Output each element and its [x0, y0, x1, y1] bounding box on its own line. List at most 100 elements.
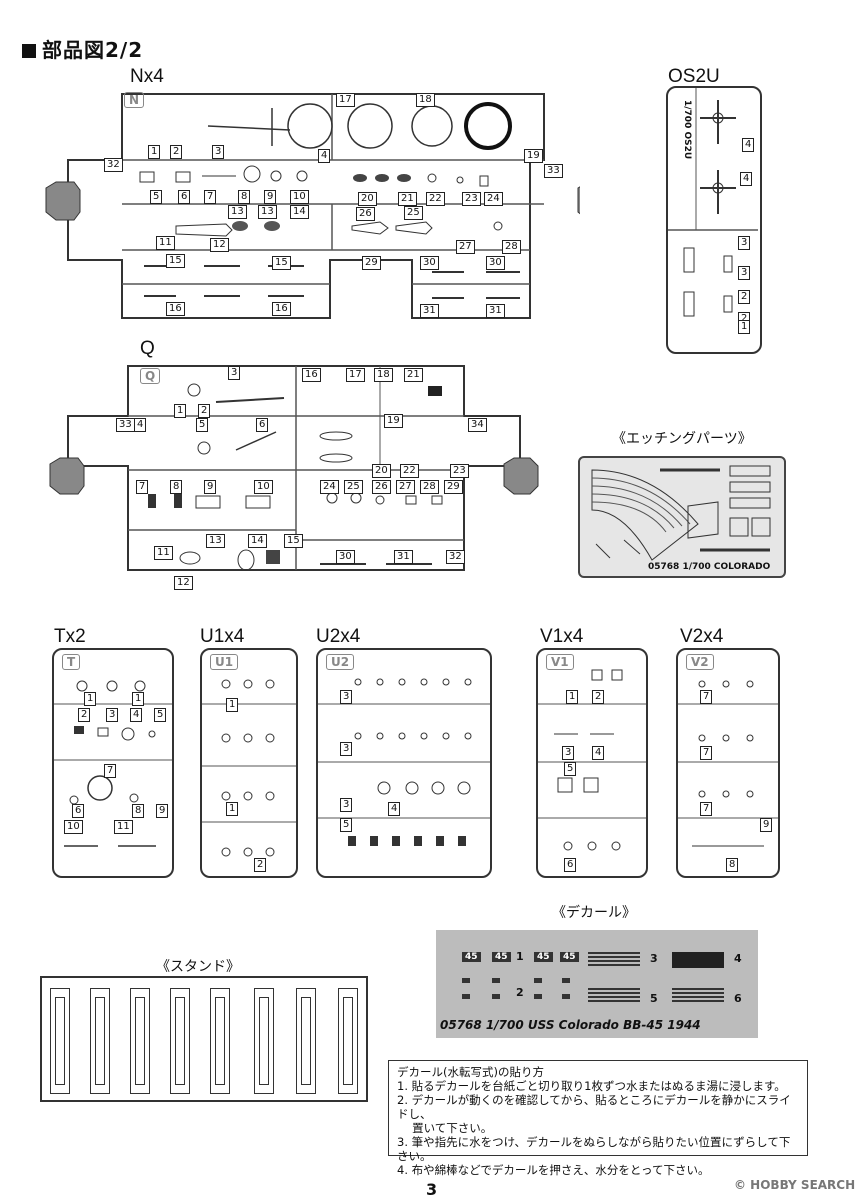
- part-number: 15: [166, 254, 185, 268]
- page-title: 部品図2/2: [22, 34, 143, 63]
- decal-number-6: 6: [734, 992, 742, 1005]
- part-number: 20: [372, 464, 391, 478]
- stand-bar: [210, 988, 230, 1094]
- part-number: 2: [78, 708, 91, 722]
- part-number: 21: [398, 192, 417, 206]
- part-number: 12: [210, 238, 229, 252]
- part-number: 9: [156, 804, 169, 818]
- part-number: 7: [204, 190, 217, 204]
- part-number: 32: [104, 158, 123, 172]
- part-number: 33: [116, 418, 135, 432]
- part-number: 24: [320, 480, 339, 494]
- part-number: 3: [738, 236, 751, 250]
- part-number: 26: [356, 207, 375, 221]
- etching-caption: 05768 1/700 COLORADO: [648, 562, 771, 572]
- sprue-v1-label: V1x4: [540, 626, 584, 647]
- sprue-u2-label: U2x4: [316, 626, 361, 647]
- sprue-os2u-drawing: [668, 88, 758, 317]
- sprue-v1-drawing: [538, 669, 646, 851]
- decal-number-4: 4: [734, 952, 742, 965]
- part-number: 26: [372, 480, 391, 494]
- decal-sheet: 45 45 1 45 45 2 3 4 5 6: [436, 930, 758, 1038]
- sprue-q-drawing: [49, 365, 539, 571]
- part-number: 3: [106, 708, 119, 722]
- os2u-scale-text: 1/700 OS2U: [682, 100, 692, 160]
- stand-bar: [50, 988, 70, 1094]
- part-number: 25: [344, 480, 363, 494]
- part-number: 5: [150, 190, 163, 204]
- part-number: 11: [114, 820, 133, 834]
- part-number: 4: [388, 802, 401, 816]
- part-number: 18: [374, 368, 393, 382]
- part-number: 31: [420, 304, 439, 318]
- part-number: 34: [468, 418, 487, 432]
- decal-tag-4: 45: [560, 952, 579, 962]
- sprue-n-label: Nx4: [130, 66, 164, 87]
- sprue-u2-frame: U2: [316, 648, 492, 878]
- part-number: 28: [502, 240, 521, 254]
- part-number: 3: [340, 742, 353, 756]
- part-number: 4: [134, 418, 147, 432]
- sprue-os2u-frame: [666, 86, 762, 354]
- part-number: 13: [206, 534, 225, 548]
- part-number: 27: [456, 240, 475, 254]
- decal-flag-3: [588, 952, 640, 968]
- sprue-n-letter: N: [124, 92, 145, 108]
- part-number: 10: [254, 480, 273, 494]
- decal-number-1: 1: [516, 950, 524, 963]
- part-number: 4: [592, 746, 605, 760]
- instruction-step-2-cont: 置いて下さい。: [397, 1121, 493, 1135]
- decal-flag-5: [588, 988, 640, 1004]
- part-number: 10: [290, 190, 309, 204]
- sprue-t-label: Tx2: [54, 626, 86, 647]
- stand-bar: [90, 988, 110, 1094]
- part-number: 2: [198, 404, 211, 418]
- decal-tag-3: 45: [534, 952, 553, 962]
- part-number: 7: [700, 690, 713, 704]
- part-number: 2: [254, 858, 267, 872]
- part-number: 10: [64, 820, 83, 834]
- sprue-v1-letter: V1: [546, 654, 574, 670]
- part-number: 19: [384, 414, 403, 428]
- stand-bar: [338, 988, 358, 1094]
- page-number: 3: [426, 1180, 438, 1199]
- part-number: 32: [446, 550, 465, 564]
- instruction-step-3: 3. 筆や指先に水をつけ、デカールをぬらしながら貼りたい位置にずらして下さい。: [397, 1135, 791, 1163]
- instructions-title: デカール(水転写式)の貼り方: [397, 1065, 544, 1079]
- part-number: 12: [174, 576, 193, 590]
- part-number: 16: [302, 368, 321, 382]
- part-number: 23: [450, 464, 469, 478]
- sprue-v2-letter: V2: [686, 654, 714, 670]
- part-number: 1: [566, 690, 579, 704]
- watermark: © HOBBY SEARCH: [734, 1178, 856, 1192]
- decal-tag-1: 45: [462, 952, 481, 962]
- decal-number-2: 2: [516, 986, 524, 999]
- etching-drawing: [591, 465, 771, 561]
- sprue-n-drawing: [45, 93, 580, 319]
- sprue-v2-frame: V2: [676, 648, 780, 878]
- part-number: 18: [416, 93, 435, 107]
- part-number: 1: [174, 404, 187, 418]
- part-number: 4: [318, 149, 331, 163]
- part-number: 23: [462, 192, 481, 206]
- part-number: 3: [340, 690, 353, 704]
- sprue-u1-frame: U1: [200, 648, 298, 878]
- stand-title: 《スタンド》: [156, 959, 240, 975]
- part-number: 22: [426, 192, 445, 206]
- part-number: 7: [104, 764, 117, 778]
- sprue-q-label: Q: [140, 338, 155, 359]
- part-number: 14: [248, 534, 267, 548]
- part-number: 7: [700, 746, 713, 760]
- part-number: 1: [226, 698, 239, 712]
- part-number: 13: [258, 205, 277, 219]
- part-number: 6: [72, 804, 85, 818]
- part-number: 27: [396, 480, 415, 494]
- decal-number-3: 3: [650, 952, 658, 965]
- part-number: 16: [166, 302, 185, 316]
- part-number: 30: [336, 550, 355, 564]
- sprue-os2u-label: OS2U: [668, 66, 720, 87]
- part-number: 5: [196, 418, 209, 432]
- sprue-v2-label: V2x4: [680, 626, 724, 647]
- decal-flag-4: [672, 952, 724, 968]
- part-number: 8: [132, 804, 145, 818]
